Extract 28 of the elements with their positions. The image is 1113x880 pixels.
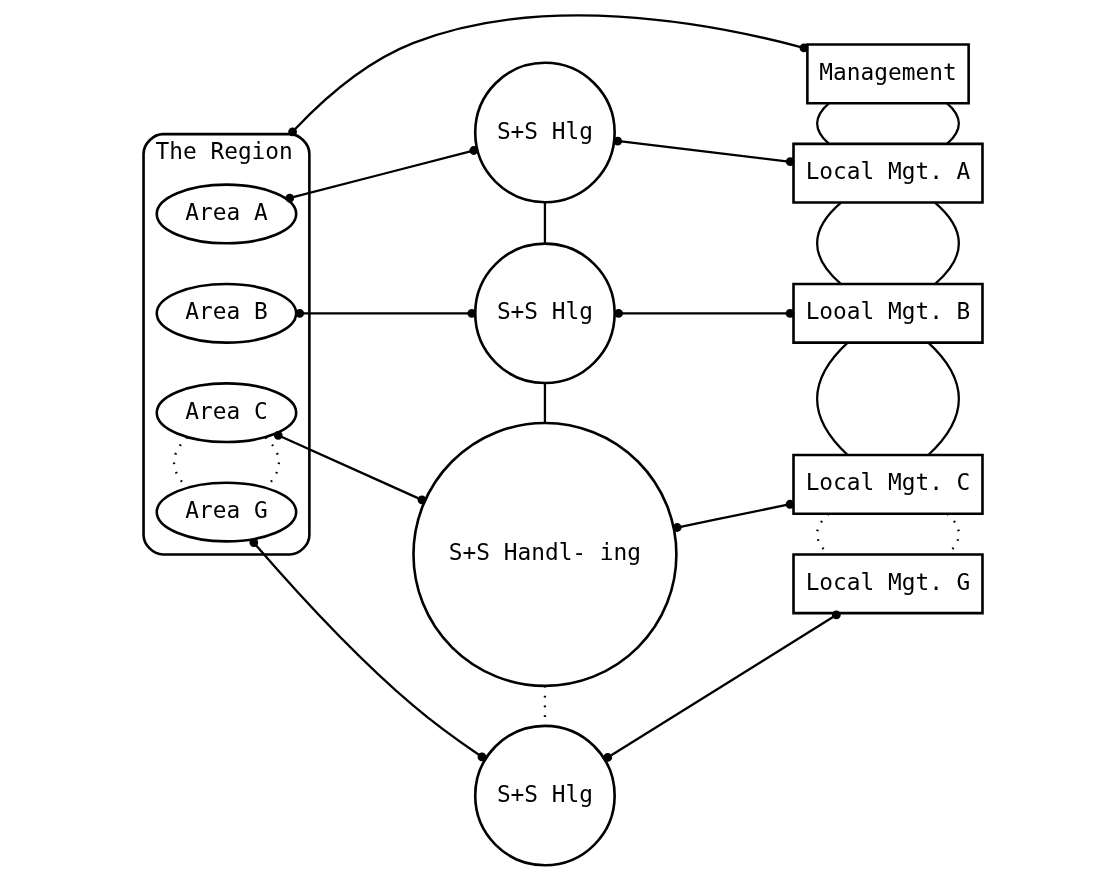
connector [672,499,795,532]
connector [816,102,830,145]
connector [816,201,842,285]
connector [295,308,477,318]
connector [285,146,479,203]
connector [288,14,809,137]
connector [614,308,795,318]
connector [816,341,849,456]
connector [934,201,960,285]
connector [249,538,487,762]
node-box: Management [806,43,970,105]
connector [543,202,547,244]
node-ellipse: Area G [155,481,298,543]
connector [603,610,841,762]
node-ellipse: Area C [155,382,298,444]
connector [613,136,795,167]
node-box: Local Mgt. G [792,553,984,615]
node-circle: S+S Hlg [473,61,616,204]
connector [273,430,427,505]
connector [927,341,960,456]
node-box: Local Mgt. C [792,453,984,516]
connector [946,102,960,145]
connector [543,383,547,424]
node-box: Local Mgt. A [792,142,984,204]
node-box: Looal Mgt. B [792,282,984,344]
node-circle: S+S Handl- ing [412,421,678,688]
node-circle: S+S Hlg [473,242,616,385]
node-ellipse: Area B [155,282,298,344]
